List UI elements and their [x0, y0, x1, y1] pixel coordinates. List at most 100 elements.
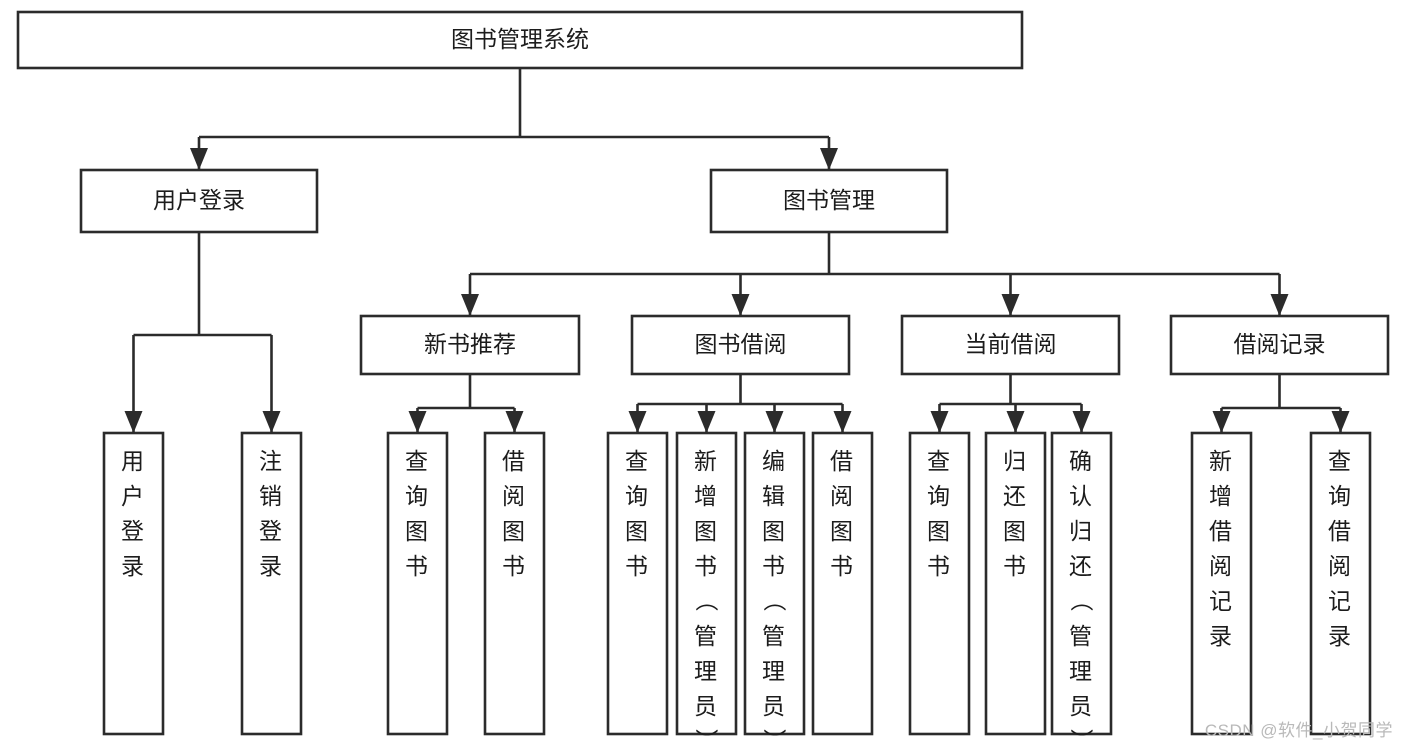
node-level3-label-3: 借阅记录 — [1234, 331, 1326, 357]
svg-text:登: 登 — [121, 518, 146, 544]
svg-text:辑: 辑 — [762, 483, 787, 509]
svg-text:员: 员 — [694, 693, 719, 719]
arrow-head-icon — [505, 411, 524, 433]
svg-text:图: 图 — [405, 518, 430, 544]
svg-text:管: 管 — [762, 623, 787, 649]
svg-text:记: 记 — [1209, 588, 1234, 614]
arrow-head-icon — [408, 411, 427, 433]
svg-text:认: 认 — [1069, 483, 1094, 509]
node-level3-label-1: 图书借阅 — [695, 331, 787, 357]
svg-text:借: 借 — [502, 448, 527, 474]
node-leaf-5[interactable] — [675, 431, 738, 736]
svg-text:管: 管 — [1069, 623, 1094, 649]
arrow-head-icon — [731, 294, 750, 316]
node-leaf-7[interactable] — [811, 431, 874, 736]
svg-text:注: 注 — [259, 448, 284, 474]
node-level3-1[interactable] — [630, 314, 851, 376]
svg-text:书: 书 — [927, 553, 952, 579]
svg-text:书: 书 — [762, 553, 787, 579]
svg-text:书: 书 — [694, 553, 719, 579]
arrow-head-icon — [461, 294, 479, 316]
svg-text:图: 图 — [502, 518, 527, 544]
svg-text:增: 增 — [694, 483, 719, 509]
node-leaf-12[interactable] — [1309, 431, 1372, 736]
arrow-head-icon — [820, 148, 838, 170]
arrow-head-icon — [190, 148, 208, 170]
csdn-watermark: CSDN @软件_小贺同学 — [1204, 721, 1393, 740]
node-leaf-0[interactable] — [102, 431, 165, 736]
svg-text:图: 图 — [830, 518, 855, 544]
node-level2-label-0: 用户登录 — [153, 187, 245, 213]
svg-text:录: 录 — [1328, 623, 1353, 649]
svg-text:图: 图 — [1003, 518, 1028, 544]
node-level3-label-2: 当前借阅 — [965, 331, 1057, 357]
svg-text:管: 管 — [694, 623, 719, 649]
svg-text:销: 销 — [259, 483, 284, 509]
svg-text:用: 用 — [121, 448, 146, 474]
svg-text:图: 图 — [762, 518, 787, 544]
svg-text:录: 录 — [259, 553, 284, 579]
node-level2-label-1: 图书管理 — [783, 187, 875, 213]
svg-text:图: 图 — [625, 518, 650, 544]
svg-text:新: 新 — [694, 448, 719, 474]
node-level2-1[interactable] — [709, 168, 949, 234]
svg-text:编: 编 — [762, 448, 787, 474]
svg-text:新: 新 — [1209, 448, 1234, 474]
node-leaf-3[interactable] — [483, 431, 546, 736]
svg-text:还: 还 — [1069, 553, 1094, 579]
node-level3-3[interactable] — [1169, 314, 1390, 376]
svg-text:查: 查 — [927, 448, 952, 474]
svg-text:还: 还 — [1003, 483, 1028, 509]
arrow-head-icon — [1072, 411, 1091, 433]
arrow-head-icon — [930, 411, 949, 433]
svg-text:阅: 阅 — [1328, 553, 1353, 579]
svg-text:书: 书 — [405, 553, 430, 579]
svg-text:书: 书 — [502, 553, 527, 579]
svg-text:图: 图 — [927, 518, 952, 544]
arrow-head-icon — [262, 411, 281, 433]
svg-text:归: 归 — [1069, 518, 1094, 544]
svg-text:查: 查 — [405, 448, 430, 474]
svg-text:阅: 阅 — [830, 483, 855, 509]
node-leaf-1[interactable] — [240, 431, 303, 736]
svg-text:理: 理 — [694, 658, 719, 684]
node-root-label: 图书管理系统 — [451, 26, 589, 52]
node-leaf-11[interactable] — [1190, 431, 1253, 736]
svg-text:书: 书 — [625, 553, 650, 579]
node-level2-0[interactable] — [79, 168, 319, 234]
svg-text:理: 理 — [1069, 658, 1094, 684]
arrow-head-icon — [1212, 411, 1231, 433]
node-root[interactable] — [16, 10, 1024, 70]
node-leaf-label-0: 用户登录 — [121, 448, 146, 579]
arrow-head-icon — [1001, 294, 1020, 316]
svg-text:查: 查 — [625, 448, 650, 474]
node-leaf-2[interactable] — [386, 431, 449, 736]
node-leaf-4[interactable] — [606, 431, 669, 736]
svg-text:（: （ — [694, 589, 720, 614]
arrow-head-icon — [124, 411, 143, 433]
node-leaf-8[interactable] — [908, 431, 971, 736]
node-level3-2[interactable] — [900, 314, 1121, 376]
svg-text:录: 录 — [121, 553, 146, 579]
svg-text:户: 户 — [121, 483, 146, 509]
svg-text:询: 询 — [625, 483, 650, 509]
node-leaf-9[interactable] — [984, 431, 1047, 736]
svg-text:（: （ — [1069, 589, 1095, 614]
svg-text:员: 员 — [762, 693, 787, 719]
node-leaf-6[interactable] — [743, 431, 806, 736]
svg-text:记: 记 — [1328, 588, 1353, 614]
node-level3-0[interactable] — [359, 314, 581, 376]
node-leaf-10[interactable] — [1050, 431, 1113, 736]
